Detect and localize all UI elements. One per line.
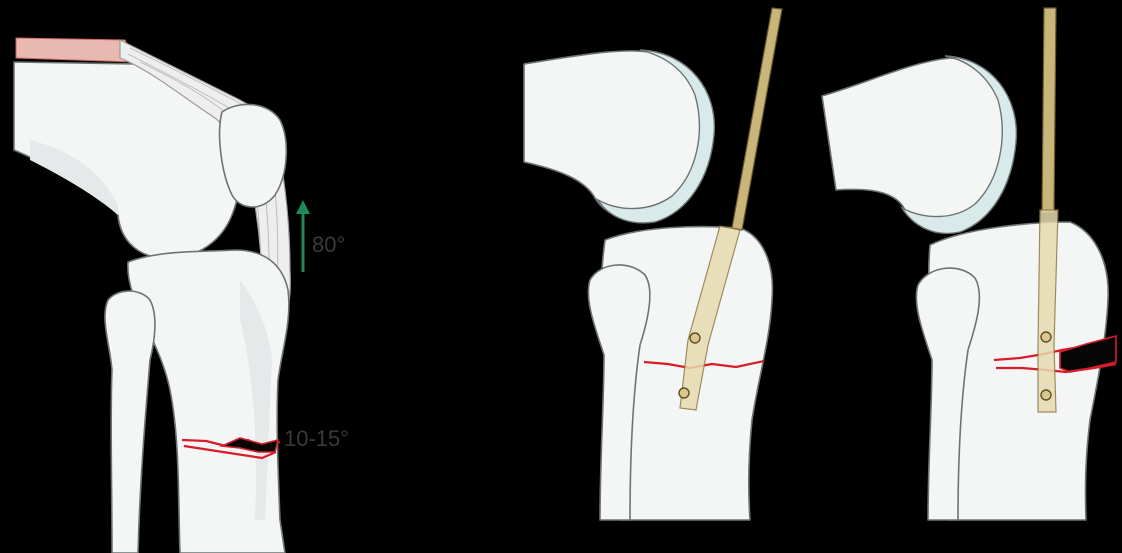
- panel-pin-inserted: [524, 8, 782, 520]
- screw-upper-2: [690, 333, 700, 343]
- guide-pin-3: [1042, 8, 1056, 212]
- guide-pin-2: [732, 8, 782, 230]
- screw-upper-3: [1041, 332, 1051, 342]
- fibula: [105, 291, 155, 553]
- flexion-angle-label: 80°: [312, 232, 345, 257]
- quadriceps-muscle: [16, 38, 135, 62]
- flexion-arrow-head: [296, 200, 310, 214]
- panel-knee-flexed: 80° 10-15°: [14, 38, 349, 553]
- osteotomy-angle-label: 10-15°: [284, 426, 349, 451]
- panel-osteotomy-opened: [822, 8, 1116, 520]
- patella: [220, 104, 287, 207]
- pin-sleeve-3: [1038, 210, 1058, 412]
- screw-lower-3: [1041, 390, 1051, 400]
- screw-lower-2: [679, 388, 689, 398]
